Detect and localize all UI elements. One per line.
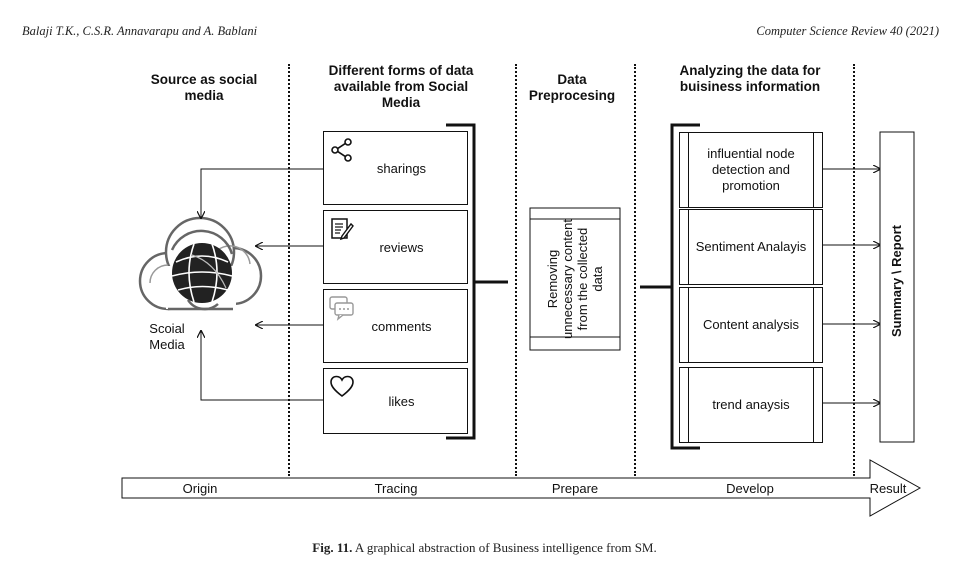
source-box-reviews: reviews: [323, 210, 468, 284]
stage-tracing: Tracing: [374, 481, 418, 496]
social-media-label: Scoial Media: [149, 321, 185, 352]
divider-3: [634, 64, 636, 476]
source-box-likes: likes: [323, 368, 468, 434]
develop-box-influential-node: influential node detection and promotion: [679, 132, 823, 208]
report-label: Summary \ Report: [889, 225, 904, 337]
globe-icon: [171, 243, 233, 303]
source-label-likes: likes: [388, 393, 415, 409]
column-heading-preprocessing: Data Preprocesing: [528, 72, 616, 103]
source-label-sharings: sharings: [376, 160, 427, 176]
stage-develop: Develop: [726, 481, 774, 496]
heart-icon: [330, 375, 354, 398]
develop-label-content-analysis: Content analysis: [702, 317, 800, 332]
caption-text: A graphical abstraction of Business inte…: [354, 540, 657, 555]
source-label-comments: comments: [371, 318, 432, 334]
share-icon: [331, 138, 352, 162]
divider-4: [853, 64, 855, 476]
divider-1: [288, 64, 290, 476]
develop-label-sentiment: Sentiment Analayis: [695, 239, 807, 254]
develop-box-trend: trend anaysis: [679, 367, 823, 443]
develop-label-trend: trend anaysis: [712, 397, 790, 412]
develop-box-sentiment: Sentiment Analayis: [679, 209, 823, 285]
column-heading-analyzing: Analyzing the data for buisiness informa…: [679, 63, 821, 94]
stage-prepare: Prepare: [551, 481, 599, 496]
header-authors: Balaji T.K., C.S.R. Annavarapu and A. Ba…: [22, 24, 258, 38]
column-heading-forms: Different forms of data available from S…: [328, 63, 474, 110]
stage-result: Result: [869, 481, 907, 496]
chat-bubbles-icon: [329, 296, 354, 321]
preprocess-text: Removing unnecessary content from the co…: [545, 219, 605, 339]
source-box-sharings: sharings: [323, 131, 468, 205]
caption-label: Fig. 11.: [312, 540, 353, 555]
column-heading-source: Source as social media: [150, 72, 258, 103]
develop-box-content-analysis: Content analysis: [679, 287, 823, 363]
header-journal: Computer Science Review 40 (2021): [756, 24, 939, 38]
stage-origin: Origin: [182, 481, 218, 496]
source-label-reviews: reviews: [379, 239, 424, 255]
figure-caption: Fig. 11. A graphical abstraction of Busi…: [0, 540, 969, 556]
develop-label-influential-node: influential node detection and promotion: [707, 146, 795, 193]
divider-2: [515, 64, 517, 476]
source-box-comments: comments: [323, 289, 468, 363]
document-edit-icon: [331, 218, 354, 241]
